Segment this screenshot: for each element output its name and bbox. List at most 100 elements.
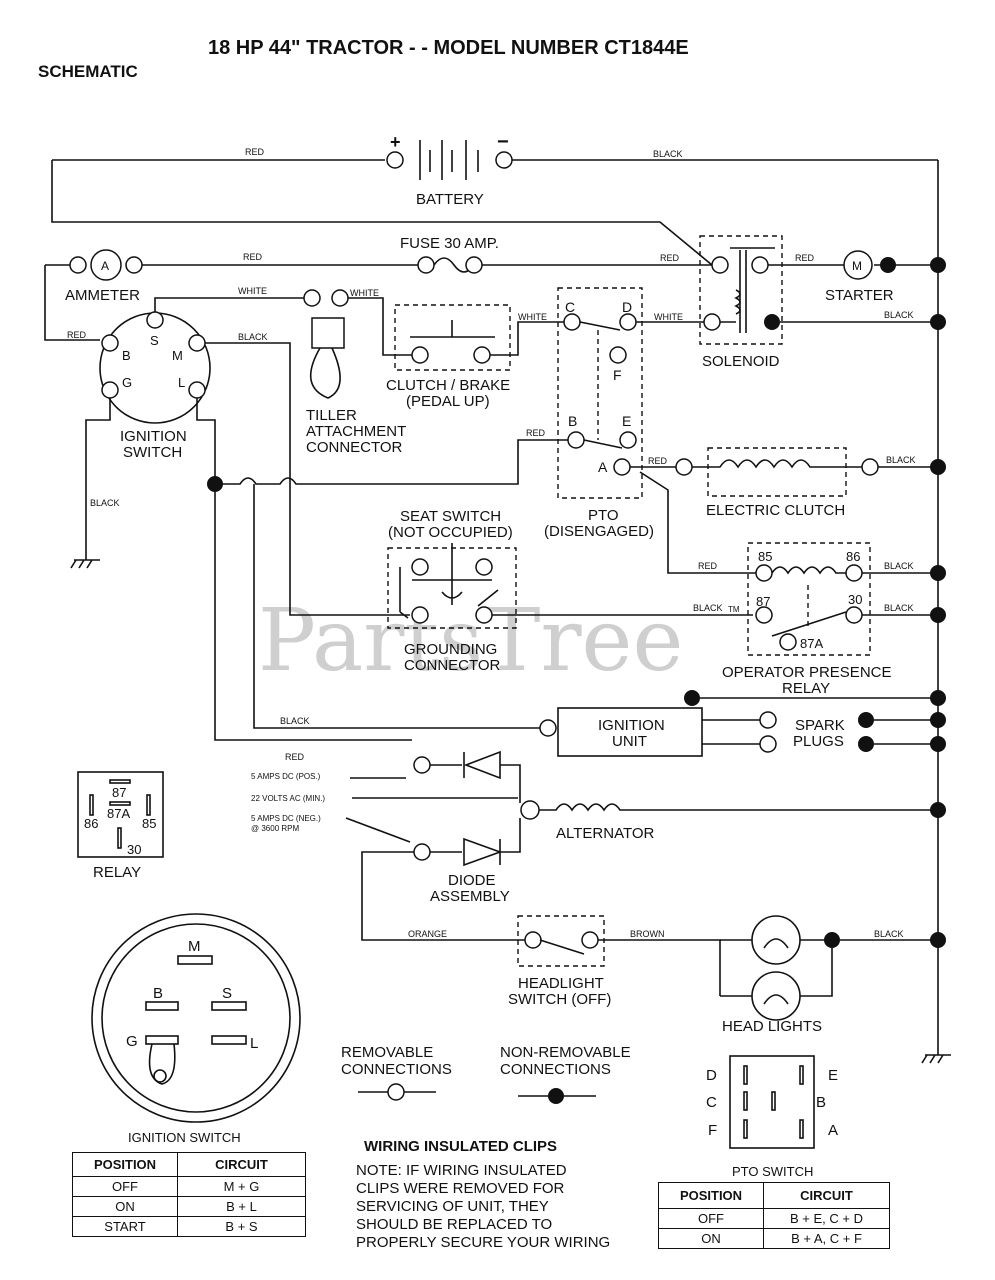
svg-text:87: 87	[112, 785, 126, 800]
watermark-tm: TM	[728, 605, 740, 614]
clutch-brake-switch: CLUTCH / BRAKE (PEDAL UP) WHITE	[386, 304, 565, 410]
svg-text:PTO: PTO	[588, 507, 619, 524]
svg-text:BLACK: BLACK	[238, 332, 268, 342]
svg-text:SHOULD BE REPLACED TO: SHOULD BE REPLACED TO	[356, 1216, 552, 1233]
table-header: POSITION	[72, 1152, 178, 1177]
svg-text:OPERATOR PRESENCE: OPERATOR PRESENCE	[722, 664, 891, 681]
ignition-switch-detail: M B S G L	[91, 913, 301, 1123]
svg-text:TILLER: TILLER	[306, 407, 357, 424]
svg-text:B: B	[122, 348, 131, 363]
ignition-unit: BLACK IGNITION UNIT SPARK PLUGS	[253, 484, 938, 757]
svg-text:SWITCH: SWITCH	[123, 444, 182, 461]
table-row: OFF M + G	[72, 1176, 306, 1197]
ignition-switch-table: POSITION CIRCUIT OFF M + G ON B + L STAR…	[72, 1152, 306, 1237]
svg-text:SERVICING OF UNIT, THEY: SERVICING OF UNIT, THEY	[356, 1198, 549, 1215]
table-row: START B + S	[72, 1216, 306, 1237]
svg-text:G: G	[126, 1033, 138, 1050]
svg-text:RED: RED	[67, 330, 87, 340]
svg-text:WHITE: WHITE	[518, 312, 547, 322]
svg-text:86: 86	[846, 549, 860, 564]
svg-text:ELECTRIC CLUTCH: ELECTRIC CLUTCH	[706, 502, 845, 519]
svg-text:PLUGS: PLUGS	[793, 733, 844, 750]
svg-text:30: 30	[127, 842, 141, 857]
pto-switch: C D F B E A PTO (DISENGAGED) WHITE RED	[207, 287, 704, 741]
svg-text:RED: RED	[245, 147, 265, 157]
svg-text:E: E	[622, 413, 631, 429]
svg-text:@ 3600 RPM: @ 3600 RPM	[251, 824, 299, 833]
ignition-table-caption: IGNITION SWITCH	[128, 1130, 241, 1145]
svg-text:RED: RED	[243, 252, 263, 262]
svg-text:PROPERLY SECURE YOUR WIRING: PROPERLY SECURE YOUR WIRING	[356, 1234, 610, 1251]
svg-text:BLACK: BLACK	[884, 310, 914, 320]
alternator-diode-assembly: RED ALTERNATOR DIODE ASSEMBLY 5 AMPS DC …	[251, 750, 946, 905]
svg-text:RELAY: RELAY	[782, 680, 830, 697]
svg-text:WIRING INSULATED CLIPS: WIRING INSULATED CLIPS	[364, 1138, 557, 1155]
svg-text:S: S	[150, 333, 159, 348]
svg-text:85: 85	[142, 816, 156, 831]
svg-text:ORANGE: ORANGE	[408, 929, 447, 939]
solenoid: SOLENOID BLACK	[699, 235, 938, 370]
svg-text:M: M	[188, 938, 201, 955]
ammeter: A AMMETER RED	[44, 249, 143, 341]
svg-text:RED: RED	[526, 428, 546, 438]
svg-text:SOLENOID: SOLENOID	[702, 353, 780, 370]
connection-legend: REMOVABLE CONNECTIONS NON-REMOVABLE CONN…	[341, 1044, 631, 1104]
svg-text:BLACK: BLACK	[653, 149, 683, 159]
svg-text:WHITE: WHITE	[654, 312, 683, 322]
svg-text:D: D	[622, 299, 632, 315]
svg-text:BLACK: BLACK	[884, 603, 914, 613]
svg-text:DIODE: DIODE	[448, 872, 496, 889]
tiller-attachment-connector: TILLER ATTACHMENT CONNECTOR WHITE	[303, 288, 412, 456]
electric-clutch: RED BLACK ELECTRIC CLUTCH	[630, 447, 938, 519]
ground-symbol-right	[921, 1054, 951, 1064]
page-title: 18 HP 44" TRACTOR - - MODEL NUMBER CT184…	[208, 37, 689, 59]
svg-text:RELAY: RELAY	[93, 864, 141, 881]
svg-text:CONNECTOR: CONNECTOR	[404, 657, 501, 674]
svg-text:(NOT OCCUPIED): (NOT OCCUPIED)	[388, 524, 513, 541]
svg-text:ATTACHMENT: ATTACHMENT	[306, 423, 406, 440]
svg-text:30: 30	[848, 592, 862, 607]
svg-text:C: C	[706, 1094, 717, 1111]
pto-table-caption: PTO SWITCH	[732, 1164, 813, 1179]
wiring-note: WIRING INSULATED CLIPS NOTE: IF WIRING I…	[356, 1138, 610, 1251]
svg-text:A: A	[828, 1122, 838, 1139]
svg-text:(DISENGAGED): (DISENGAGED)	[544, 523, 654, 540]
seat-switch: SEAT SWITCH (NOT OCCUPIED) BLACK GROUNDI…	[387, 508, 753, 674]
svg-text:C: C	[565, 299, 575, 315]
svg-text:WHITE: WHITE	[238, 286, 267, 296]
relay-detail: 87 87A 86 85 30 RELAY	[77, 771, 164, 881]
svg-text:CONNECTOR: CONNECTOR	[306, 439, 403, 456]
svg-text:B: B	[816, 1094, 826, 1111]
svg-text:87A: 87A	[107, 806, 130, 821]
svg-text:S: S	[222, 985, 232, 1002]
svg-text:REMOVABLE: REMOVABLE	[341, 1044, 433, 1061]
table-header: POSITION	[658, 1182, 764, 1209]
svg-text:+: +	[390, 132, 401, 152]
headlight-circuit: ORANGE HEADLIGHT SWITCH (OFF) BROWN BLAC…	[361, 851, 946, 1035]
watermark: PartsTree	[258, 591, 683, 691]
svg-text:SPARK: SPARK	[795, 717, 845, 734]
svg-text:ASSEMBLY: ASSEMBLY	[430, 888, 510, 905]
svg-text:RED: RED	[285, 752, 305, 762]
svg-text:RED: RED	[648, 456, 668, 466]
table-row: ON B + L	[72, 1196, 306, 1217]
svg-text:(PEDAL UP): (PEDAL UP)	[406, 393, 490, 410]
svg-text:STARTER: STARTER	[825, 287, 894, 304]
table-header: CIRCUIT	[763, 1182, 890, 1209]
svg-text:BATTERY: BATTERY	[416, 191, 484, 208]
svg-text:M: M	[852, 259, 862, 273]
svg-text:BLACK: BLACK	[874, 929, 904, 939]
svg-text:BLACK: BLACK	[90, 498, 120, 508]
table-header: CIRCUIT	[177, 1152, 306, 1177]
svg-text:85: 85	[758, 549, 772, 564]
starter: M STARTER RED	[768, 250, 938, 304]
svg-text:87A: 87A	[800, 636, 823, 651]
svg-text:M: M	[172, 348, 183, 363]
svg-text:BLACK: BLACK	[884, 561, 914, 571]
svg-text:E: E	[828, 1067, 838, 1084]
svg-text:87: 87	[756, 594, 770, 609]
table-row: ON B + A, C + F	[658, 1228, 890, 1249]
svg-text:G: G	[122, 375, 132, 390]
svg-text:CLIPS WERE REMOVED FOR: CLIPS WERE REMOVED FOR	[356, 1180, 565, 1197]
svg-text:GROUNDING: GROUNDING	[404, 641, 497, 658]
